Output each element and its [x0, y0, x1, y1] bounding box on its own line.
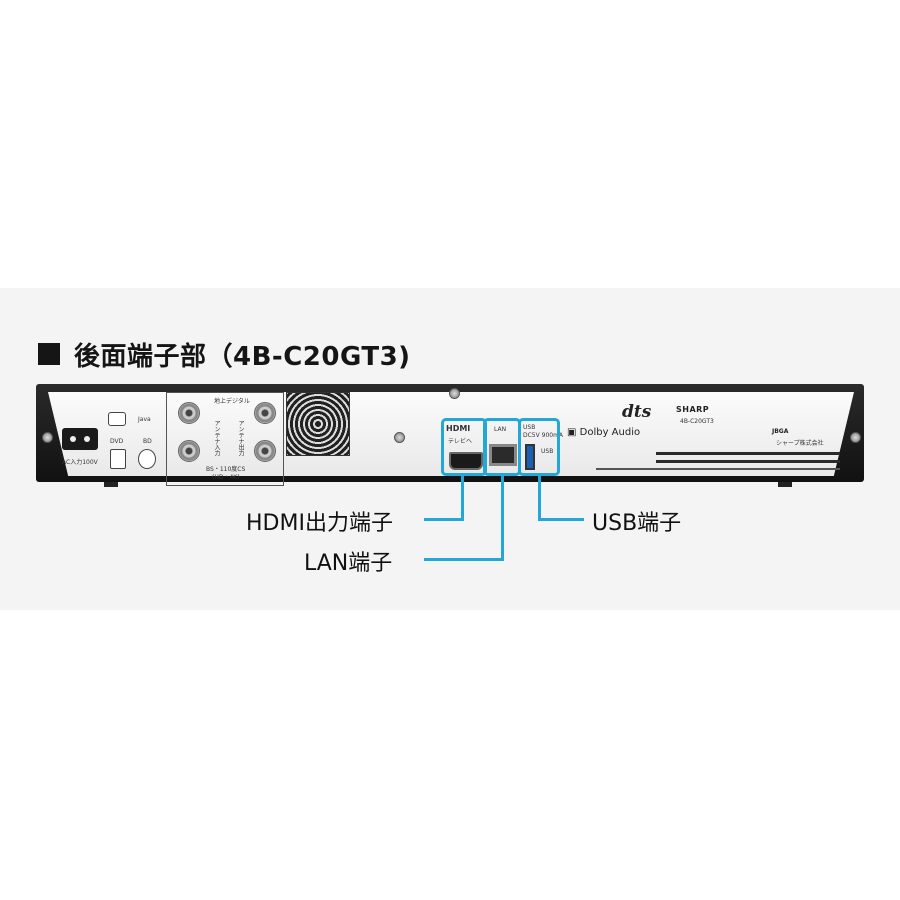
antenna-out-connector [254, 402, 276, 424]
usb-top-label: USB [523, 424, 536, 431]
hdmi-port [449, 452, 483, 470]
antenna-frame [166, 392, 284, 486]
lan-callout-line-h [424, 558, 504, 561]
lan-callout-label: LAN端子 [304, 551, 393, 576]
hdmi-callout-label: HDMI出力端子 [246, 511, 393, 536]
antenna-in-connector [178, 402, 200, 424]
screw-icon [449, 388, 460, 399]
vent-slots-row [656, 452, 840, 455]
dolby-audio-logo: ▣ Dolby Audio [567, 427, 641, 438]
dvd-logo-icon [108, 412, 126, 426]
ac-label: AC入力100V [62, 459, 98, 466]
dvd-region-icon [110, 449, 126, 469]
screw-icon [850, 432, 861, 443]
usb-callout-line-h [538, 518, 584, 521]
hdmi-highlight-box [441, 418, 487, 476]
lan-label: LAN [494, 426, 507, 433]
antenna-top-label: 地上デジタル [214, 398, 250, 405]
sharp-logo: SHARP [676, 405, 710, 414]
usb-sub-label: DC5V 900mA [523, 432, 564, 439]
model-label: 4B-C20GT3 [680, 418, 714, 425]
usb-highlight-box [518, 418, 560, 476]
hdmi-sub-label: テレビへ [448, 438, 473, 445]
screw-icon [394, 432, 405, 443]
dolby-text: Dolby Audio [579, 427, 641, 438]
device-foot-right [778, 482, 792, 487]
bd-label: BD [143, 438, 152, 445]
cooling-fan-icon [286, 392, 350, 456]
screw-icon [42, 432, 53, 443]
label-strip [596, 468, 840, 470]
usb-callout-line [538, 476, 541, 521]
square-bullet-icon [38, 343, 60, 365]
usb-port [525, 444, 535, 470]
hdmi-callout-line-h [424, 518, 464, 521]
java-logo: Java [138, 416, 151, 423]
device-foot-left [104, 482, 118, 487]
lan-highlight-box [483, 418, 521, 476]
bs-cs-connector [178, 440, 200, 462]
antenna-out-connector-2 [254, 440, 276, 462]
maker-label: シャープ株式会社 [776, 440, 824, 447]
lan-callout-line [501, 476, 504, 561]
antenna-side-label: アンテナ入力 [213, 420, 220, 456]
section-heading: 後面端子部（4B-C20GT3) [38, 334, 411, 374]
dts-logo: dts [622, 402, 652, 422]
lan-port [489, 444, 517, 466]
bs-label: BS・110度CS [206, 466, 246, 473]
jbga-label: JBGA [772, 428, 789, 435]
dvd-label: DVD [110, 438, 124, 445]
bs-sub-label: (HD・4K) [212, 474, 240, 481]
usb-callout-label: USB端子 [592, 511, 682, 536]
ac-power-inlet [62, 428, 98, 450]
usb-side-label: USB [541, 448, 554, 455]
antenna-side-label-2: アンテナ出力 [237, 420, 244, 456]
heading-text: 後面端子部（4B-C20GT3) [74, 341, 411, 372]
hdmi-callout-line [461, 476, 464, 521]
bd-region-icon [138, 449, 156, 469]
hdmi-logo: HDMI [446, 424, 471, 433]
vent-slots-row [656, 460, 840, 463]
